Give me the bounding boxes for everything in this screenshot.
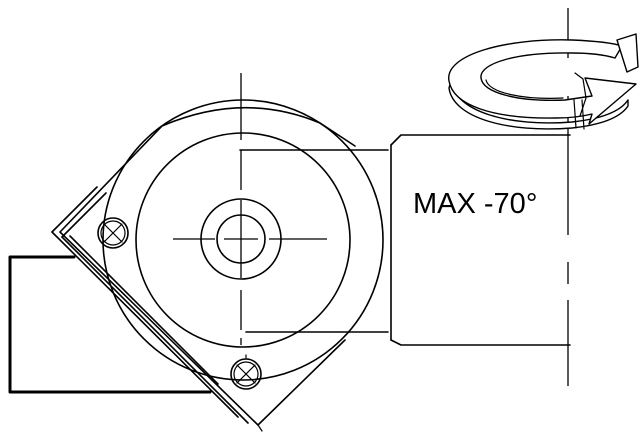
hub-outer-circle	[102, 99, 384, 381]
rotating-housing	[59, 106, 356, 426]
rotating-arm	[239, 134, 571, 346]
hub-inner-circle	[135, 132, 351, 348]
centre-lines	[173, 73, 327, 345]
bolt-lower	[230, 358, 262, 390]
bolt-upper-left	[97, 217, 129, 249]
rotation-limit-label: MAX -70°	[413, 188, 538, 220]
fixed-bracket	[8, 255, 212, 394]
rotation-arrow-icon	[448, 33, 639, 130]
mounting-plate	[51, 186, 249, 424]
